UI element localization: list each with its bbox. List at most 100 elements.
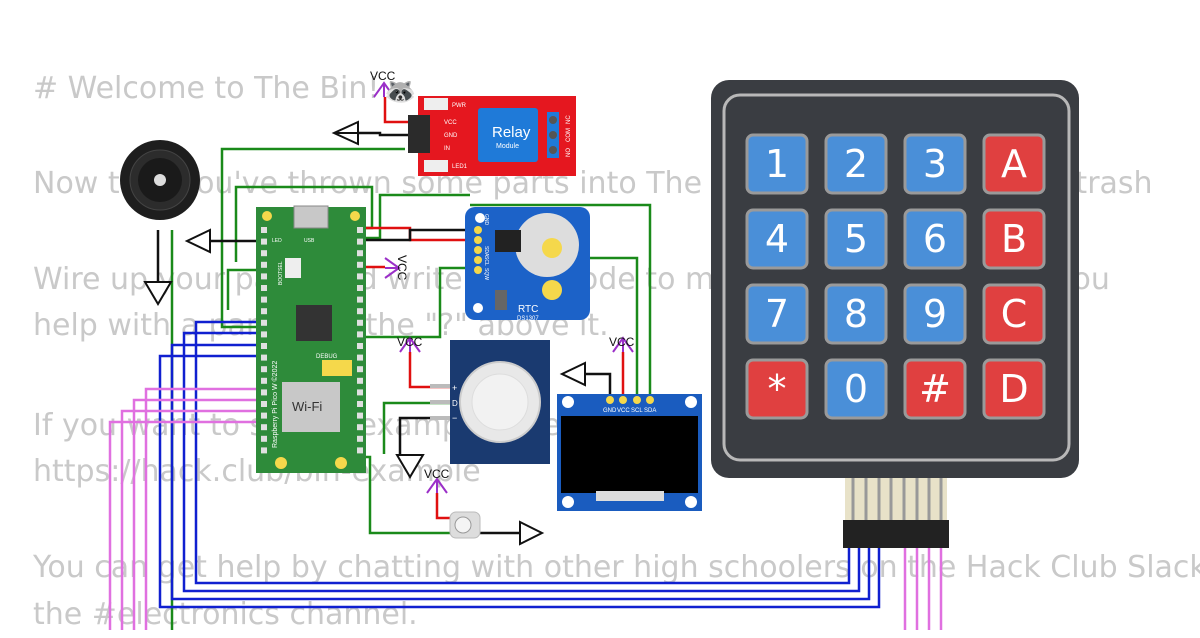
- wire-pink-2[interactable]: [132, 398, 262, 630]
- pico-pin[interactable]: [357, 296, 363, 303]
- pico-pin[interactable]: [261, 250, 267, 257]
- wire-black-relay-gnd[interactable]: [358, 131, 408, 137]
- pico-pin[interactable]: [261, 412, 267, 419]
- vcc-arrow-icon: [399, 336, 421, 353]
- pico-pin[interactable]: [261, 285, 267, 291]
- wire-green-sqw[interactable]: [362, 266, 470, 339]
- vcc-label-pico: VCC: [395, 255, 409, 281]
- wire-black-rtc-gnd[interactable]: [362, 228, 470, 242]
- wire-green-pir-d[interactable]: [382, 401, 450, 454]
- wire-blue-1[interactable]: [194, 320, 851, 585]
- pico-pin[interactable]: [261, 435, 267, 442]
- pir-sensor[interactable]: [430, 340, 550, 464]
- pico-pin[interactable]: [357, 331, 363, 338]
- pico-pin[interactable]: [261, 377, 267, 384]
- wire-red-pir-vcc[interactable]: [408, 352, 450, 389]
- pico-pin[interactable]: [357, 319, 363, 326]
- pico-pin[interactable]: [357, 250, 363, 257]
- keypad-key-A[interactable]: A: [982, 133, 1046, 195]
- pico-pin[interactable]: [357, 227, 363, 233]
- pico-pin[interactable]: [357, 308, 363, 315]
- oled-display[interactable]: [557, 394, 702, 511]
- keypad-key-5[interactable]: 5: [824, 208, 888, 270]
- pico-pin[interactable]: [357, 238, 363, 245]
- keypad-key-9[interactable]: 9: [903, 283, 967, 345]
- wire-blue-4[interactable]: [158, 354, 881, 609]
- wire-pink-4[interactable]: [108, 420, 262, 630]
- pico-pin[interactable]: [261, 366, 267, 373]
- keypad-key-0[interactable]: 0: [824, 358, 888, 420]
- ground-arrow-icon: [184, 228, 211, 254]
- pico-pin[interactable]: [261, 308, 267, 315]
- wire-green-oled-sda[interactable]: [470, 203, 652, 400]
- rgb-led[interactable]: [449, 511, 481, 539]
- pico-pin[interactable]: [261, 227, 267, 233]
- keypad-key-D[interactable]: D: [982, 358, 1046, 420]
- wire-red-relay-vcc[interactable]: [383, 97, 408, 124]
- oled-gnd-pin: GND: [603, 408, 617, 414]
- wire-green-rtc-scl[interactable]: [226, 268, 262, 310]
- pico-pin[interactable]: [261, 319, 267, 326]
- pico-pin[interactable]: [357, 343, 363, 349]
- pico-pin[interactable]: [261, 261, 267, 268]
- keypad-key-1[interactable]: 1: [745, 133, 809, 195]
- pico-pin[interactable]: [357, 354, 363, 361]
- pico-pin[interactable]: [357, 435, 363, 442]
- keypad-key-2[interactable]: 2: [824, 133, 888, 195]
- pico-pin[interactable]: [357, 273, 363, 280]
- wire-blue-3[interactable]: [170, 343, 871, 601]
- pico-model-label: Raspberry Pi Pico W ©2022: [271, 361, 279, 448]
- pico-pin[interactable]: [261, 447, 267, 454]
- pico-pin[interactable]: [261, 296, 267, 303]
- wire-black-oled-gnd[interactable]: [585, 372, 612, 400]
- rtc-sqw-pin: SQW: [483, 268, 489, 280]
- pico-pin[interactable]: [261, 424, 267, 431]
- rtc-details: [473, 213, 579, 313]
- pico-pin[interactable]: [357, 412, 363, 419]
- keypad-key-7[interactable]: 7: [745, 283, 809, 345]
- wire-blue-2[interactable]: [182, 331, 861, 593]
- wire-red-led-vcc[interactable]: [435, 493, 455, 520]
- keypad-key-star[interactable]: *: [745, 358, 809, 420]
- keypad-key-label: 0: [844, 367, 868, 411]
- pico-pin[interactable]: [357, 261, 363, 268]
- keypad-key-hash[interactable]: #: [903, 358, 967, 420]
- keypad-key-B[interactable]: B: [982, 208, 1046, 270]
- keypad-key-label: 8: [844, 292, 868, 336]
- wire-green-rtc-sda[interactable]: [362, 193, 470, 240]
- ground-symbols: [143, 120, 586, 546]
- relay-pwr-label: PWR: [452, 103, 467, 109]
- pico-pin[interactable]: [357, 389, 363, 396]
- wire-pink-3[interactable]: [120, 409, 262, 630]
- pico-pin[interactable]: [357, 401, 363, 407]
- pico-pin[interactable]: [357, 285, 363, 291]
- pico-pin[interactable]: [261, 401, 267, 407]
- keypad-key-C[interactable]: C: [982, 283, 1046, 345]
- buzzer[interactable]: [120, 140, 200, 220]
- keypad-key-label: 4: [765, 217, 789, 261]
- wire-pink-1[interactable]: [144, 387, 262, 630]
- pico-pin[interactable]: [261, 273, 267, 280]
- pico-pin[interactable]: [357, 447, 363, 454]
- pico-pin[interactable]: [261, 354, 267, 361]
- keypad-key-4[interactable]: 4: [745, 208, 809, 270]
- pico-pin[interactable]: [261, 238, 267, 245]
- wire-black-pir-gnd[interactable]: [398, 416, 450, 455]
- pico-pin[interactable]: [357, 366, 363, 373]
- pico-pin[interactable]: [261, 331, 267, 338]
- wire-green-relay-in[interactable]: [220, 147, 405, 329]
- keypad-key-label: D: [999, 367, 1028, 411]
- pico-pin[interactable]: [261, 389, 267, 396]
- vcc-arrow-icon: [426, 477, 448, 494]
- pico-pin[interactable]: [357, 377, 363, 384]
- pico-pin[interactable]: [357, 424, 363, 431]
- pico-w-board[interactable]: Wi-Fi LED USB BOOTSEL DEBUG Raspberry Pi…: [256, 205, 366, 473]
- oled-scl-pin: SCL: [631, 408, 643, 414]
- keypad-key-3[interactable]: 3: [903, 133, 967, 195]
- pico-pin[interactable]: [261, 343, 267, 349]
- rtc-scl-pin: SCL: [483, 256, 489, 266]
- keypad-key-8[interactable]: 8: [824, 283, 888, 345]
- keypad-key-6[interactable]: 6: [903, 208, 967, 270]
- relay-module[interactable]: Relay Module PWR LED1 VCC GND IN NO COM …: [408, 96, 576, 176]
